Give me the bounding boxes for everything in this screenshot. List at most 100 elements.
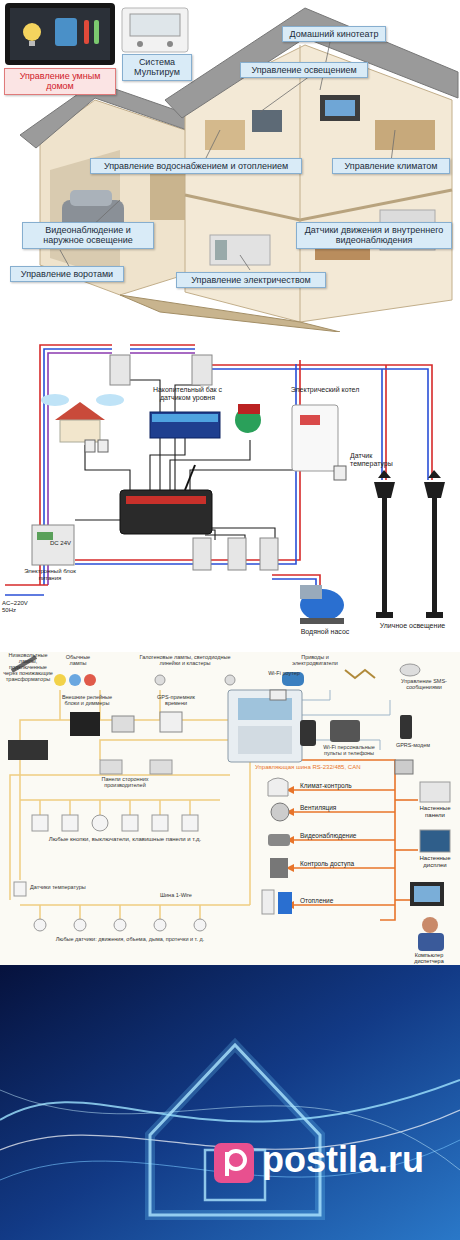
caption-text: Шина 1-Wire — [160, 892, 230, 898]
din-relay — [110, 355, 278, 570]
switch-icons — [32, 815, 48, 831]
bus-lines — [20, 905, 250, 920]
controller-unit — [120, 465, 212, 534]
device-icons — [112, 716, 134, 732]
street-lamp — [432, 495, 437, 615]
tech-banner — [150, 1045, 320, 1215]
switch-icons — [122, 815, 138, 831]
caption-text: Панели сторонних производителей — [90, 776, 160, 788]
bus-lines — [20, 720, 230, 880]
sensor-icons — [154, 919, 166, 931]
caption-text: Электронный блок питания — [20, 568, 80, 581]
caption-text: Вентиляция — [300, 804, 380, 811]
sensor-icons — [74, 919, 86, 931]
power-wires — [5, 594, 44, 596]
garage-building — [70, 190, 112, 206]
main-house — [325, 100, 355, 116]
control-bus — [395, 849, 418, 851]
central-controller — [238, 726, 292, 754]
power-wires — [210, 365, 432, 480]
system-icons — [420, 830, 450, 852]
feature-box: Управление климатом — [332, 158, 450, 174]
sensor-icons — [34, 919, 46, 931]
street-lamp — [378, 470, 391, 478]
caption-text: Wi-Fi роутер — [264, 670, 304, 676]
power-wires — [272, 364, 316, 585]
control-bus — [395, 899, 410, 901]
box-label: Управление освещением — [245, 65, 363, 75]
tablet-panel — [94, 20, 99, 44]
device-icons — [270, 690, 286, 700]
caption-text: Датчик температуры — [350, 452, 400, 467]
weather-sensors — [41, 394, 69, 406]
caption-text: AC~220V 50Hz — [2, 600, 42, 613]
wiring-bg — [0, 332, 460, 652]
control-box: Управление умным домом — [4, 68, 116, 95]
main-house — [375, 120, 435, 150]
feature-box: Домашний кинотеатр — [282, 26, 386, 42]
network-bg — [0, 652, 460, 965]
water-pump — [300, 585, 322, 599]
caption-text: Управление SMS-сообщениями — [390, 678, 458, 690]
circulation-pump — [235, 404, 261, 433]
system-icons — [414, 886, 440, 902]
caption-text: Климат-контроль — [300, 782, 380, 789]
weather-sensors — [85, 440, 95, 452]
box-label: Видеонаблюдение и наружное освещение — [27, 225, 149, 246]
tech-banner — [0, 965, 460, 1240]
water-pump — [300, 585, 344, 624]
controller-unit — [185, 465, 195, 490]
caption-text: Водяной насос — [295, 628, 355, 636]
power-wires — [272, 360, 320, 585]
storage-tank — [152, 414, 218, 422]
street-lamp — [382, 495, 387, 615]
controller-unit — [120, 490, 212, 534]
tablet-panel — [84, 20, 89, 44]
caption-text: Галогеновые лампы, светодиодные линейки … — [130, 654, 240, 666]
feature-box: Видеонаблюдение и наружное освещение — [22, 222, 154, 249]
lamp-icons — [400, 664, 420, 676]
multiroom-panel — [130, 14, 180, 36]
bus-lines — [100, 740, 230, 760]
caption-text: GPS-приемник времени — [150, 694, 202, 706]
network-lines — [300, 690, 390, 750]
tablet-panel — [5, 3, 115, 65]
caption-text: DC 24V — [50, 540, 80, 547]
caption-text: Отопление — [300, 897, 380, 904]
street-lamp — [428, 470, 441, 478]
caption-text: Приводы и электродвигатели — [285, 654, 345, 666]
caption-text: GPRS-модем — [388, 742, 438, 748]
control-bus — [265, 760, 418, 920]
din-relay — [110, 355, 130, 385]
box-label: Управление водоснабжением и отоплением — [95, 161, 297, 171]
control-wires — [150, 437, 185, 490]
switch-icons — [62, 815, 78, 831]
system-icons — [422, 917, 438, 933]
weather-sensors — [96, 394, 124, 406]
tech-banner — [150, 1045, 320, 1215]
multiroom-panel — [122, 8, 188, 52]
lamp-icons — [345, 670, 375, 678]
street-lamp — [424, 482, 445, 498]
control-bus — [290, 811, 395, 813]
electric-boiler — [292, 405, 338, 471]
box-label: Управление электричеством — [181, 275, 321, 285]
power-wires — [210, 369, 428, 480]
multiroom-panel — [122, 8, 188, 52]
system-icons — [268, 778, 288, 796]
caption-text: Любые кнопки, выключатели, клавишные пан… — [40, 836, 210, 843]
switch-icons — [182, 815, 198, 831]
feature-box: Датчики движения и внутреннего видеонабл… — [296, 222, 452, 249]
caption-text: Контроль доступа — [300, 860, 380, 867]
site-logo — [214, 1143, 254, 1183]
caption-text: Настенные панели — [412, 805, 458, 818]
lamp-icons — [155, 675, 165, 685]
feature-box: Управление электричеством — [176, 272, 326, 288]
bus-lines — [249, 760, 251, 905]
din-relay — [228, 538, 246, 570]
electric-boiler — [292, 405, 338, 471]
tablet-panel — [23, 23, 41, 41]
box-label: Датчики движения и внутреннего видеонабл… — [301, 225, 447, 246]
caption-text: Настенные дисплеи — [412, 855, 458, 868]
